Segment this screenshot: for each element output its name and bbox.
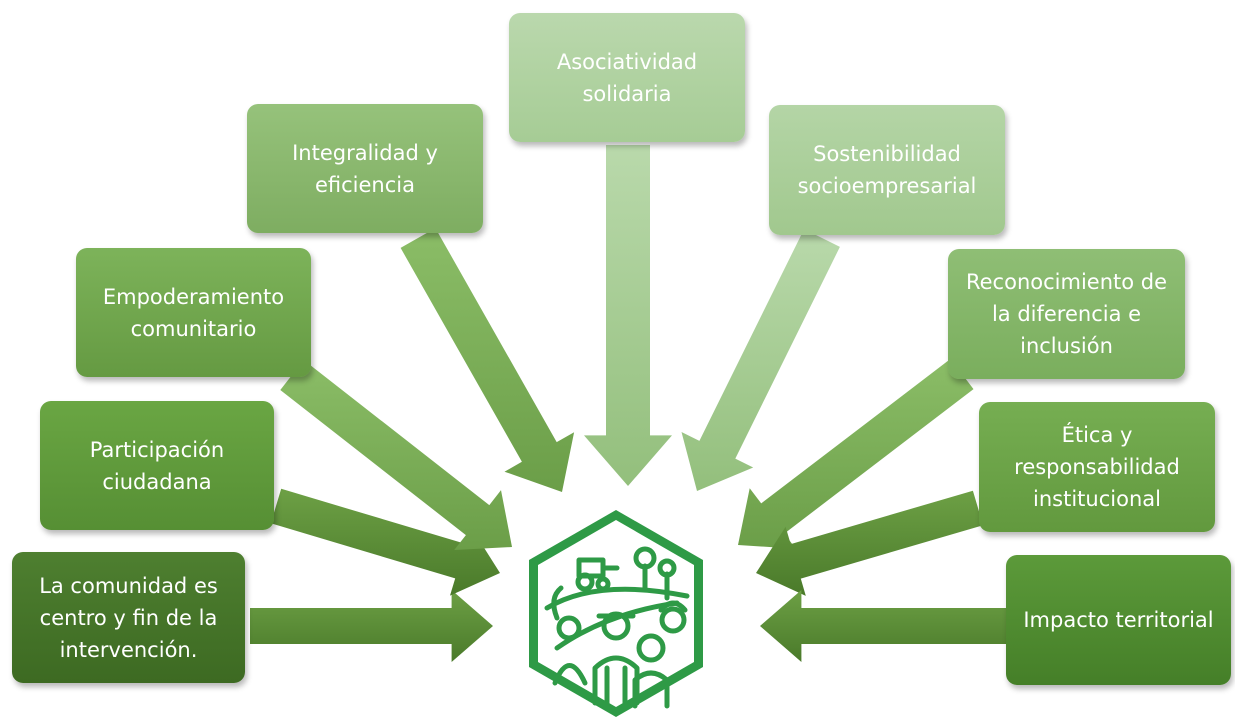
principle-integralidad: Integralidad y eficiencia [247, 104, 483, 233]
principle-sostenibilidad: Sostenibilidad socioempresarial [769, 105, 1005, 235]
arrow-reconocimiento [738, 358, 974, 549]
principle-participacion: Participación ciudadana [40, 401, 274, 530]
arrow-asociatividad [584, 145, 672, 486]
principle-etica: Ética y responsabilidad institucional [979, 402, 1215, 532]
arrow-impacto [760, 590, 1006, 662]
arrow-comunidad [250, 590, 493, 662]
community-rural-logo-icon [529, 510, 703, 717]
principle-reconocimiento: Reconocimiento de la diferencia e inclus… [948, 249, 1185, 379]
principle-empoderamiento: Empoderamiento comunitario [76, 248, 311, 377]
arrow-integralidad [400, 228, 575, 492]
arrow-participacion [270, 488, 500, 596]
principle-comunidad: La comunidad es centro y fin de la inter… [12, 552, 245, 683]
arrow-sostenibilidad [681, 229, 840, 491]
principle-impacto: Impacto territorial [1006, 555, 1231, 685]
arrow-empoderamiento [280, 360, 512, 550]
principle-asociatividad: Asociatividad solidaria [509, 13, 745, 142]
arrow-etica [756, 490, 984, 596]
